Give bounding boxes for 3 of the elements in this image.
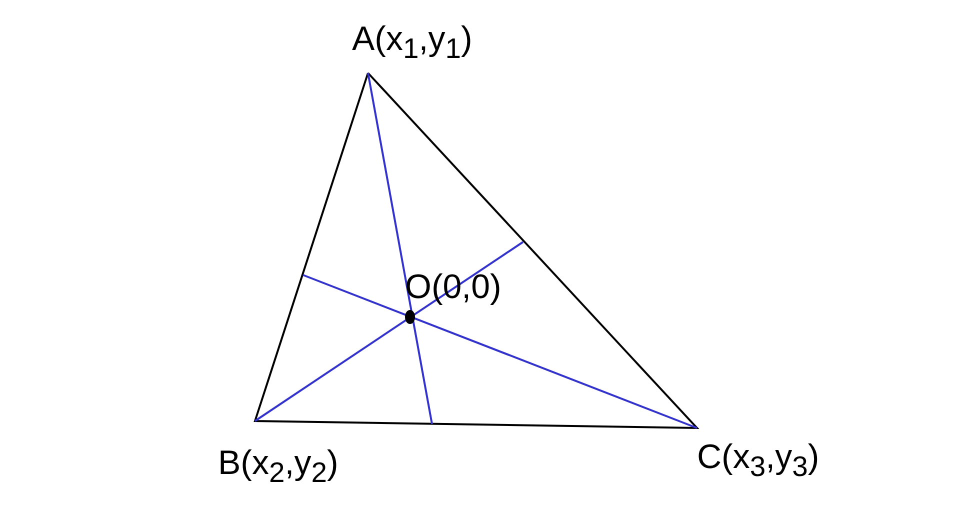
point-label: C(x$_{3}$,y$_{3}$) [697, 440, 820, 482]
point-label: A(x$_{1}$,y$_{1}$) [352, 22, 472, 64]
point-label: B(x$_{2}$,y$_{2}$) [218, 446, 338, 488]
